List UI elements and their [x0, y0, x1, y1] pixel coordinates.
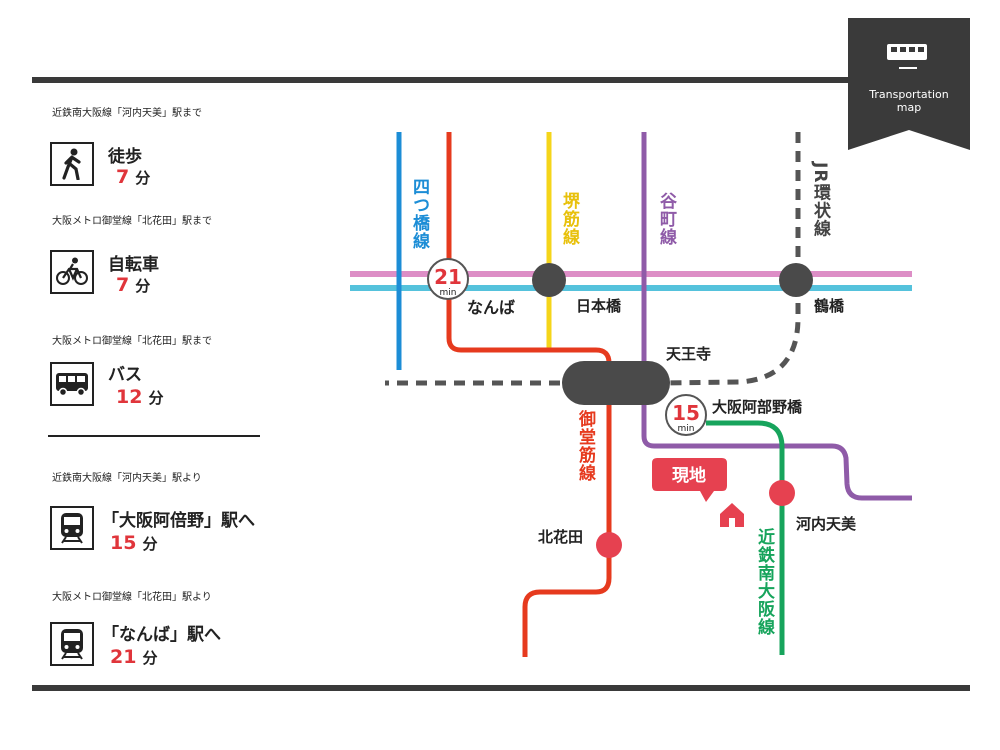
abeno-time-value: 15: [672, 401, 700, 425]
kitahanada-label: 北花田: [538, 528, 583, 546]
badge-title-line1: Transportation: [869, 88, 949, 101]
kitahanada-station: [596, 532, 622, 558]
train-front-icon: [50, 622, 94, 666]
yotsubashi-line-label: 四つ橋線: [409, 178, 429, 250]
current-location-callout: [652, 458, 727, 502]
nipponbashi-station: [532, 263, 566, 297]
tsuruhashi-label: 鶴橋: [814, 297, 845, 315]
access-caption: 近鉄南大阪線「河内天美」駅まで: [52, 108, 202, 119]
section-divider: [48, 435, 260, 437]
namba-time-value: 21: [434, 265, 462, 289]
walking-person-icon: [50, 142, 94, 186]
access-caption: 近鉄南大阪線「河内天美」駅より: [52, 473, 202, 484]
transportation-map-badge: [848, 18, 970, 150]
abenobashi-label: 大阪阿部野橋: [712, 398, 803, 416]
namba-time-unit: min: [440, 288, 457, 298]
nipponbashi-label: 日本橋: [576, 297, 622, 315]
abeno-time-circle: [665, 394, 707, 436]
top-divider: [32, 77, 850, 83]
badge-title-line2: map: [896, 101, 922, 114]
sakaisuji-line-label: 堺筋線: [559, 192, 579, 246]
tanimachi-line-label: 谷町線: [656, 192, 676, 246]
kawachiamami-station: [769, 480, 795, 506]
bicycle-icon: [50, 250, 94, 294]
bottom-divider: [32, 685, 970, 691]
current-location-label: 現地: [672, 465, 706, 486]
midosuji-line: [446, 132, 612, 657]
access-mode: 「なんば」駅へ: [102, 625, 221, 645]
access-mode: バス: [108, 365, 142, 385]
midosuji-line-label: 御堂筋線: [575, 410, 595, 482]
tennoji-station: [562, 361, 670, 405]
bus-icon: [50, 362, 94, 406]
access-mode: 「大阪阿倍野」駅へ: [102, 511, 255, 531]
train-front-icon: [50, 506, 94, 550]
access-caption: 大阪メトロ御堂線「北花田」駅まで: [52, 336, 212, 347]
access-caption: 大阪メトロ御堂線「北花田」駅まで: [52, 216, 212, 227]
access-mode: 自転車: [108, 255, 159, 275]
namba-label: なんば: [467, 298, 515, 317]
tennoji-label: 天王寺: [666, 345, 711, 363]
access-caption: 大阪メトロ御堂線「北花田」駅より: [52, 592, 212, 603]
train-icon: [887, 44, 927, 69]
abeno-time-unit: min: [678, 424, 695, 434]
kintetsu-line-label: 近鉄南大阪線: [754, 528, 774, 636]
tsuruhashi-station: [779, 263, 813, 297]
namba-time-circle: [427, 258, 469, 300]
tanimachi-line: [641, 132, 912, 501]
jr-loop-line-label: JR環状線: [810, 162, 830, 238]
access-mode: 徒歩: [108, 147, 142, 167]
kawachiamami-label: 河内天美: [796, 515, 857, 533]
kintetsu-line: [706, 420, 785, 655]
jr-loop-line: [385, 132, 801, 386]
home-icon: [720, 503, 744, 527]
